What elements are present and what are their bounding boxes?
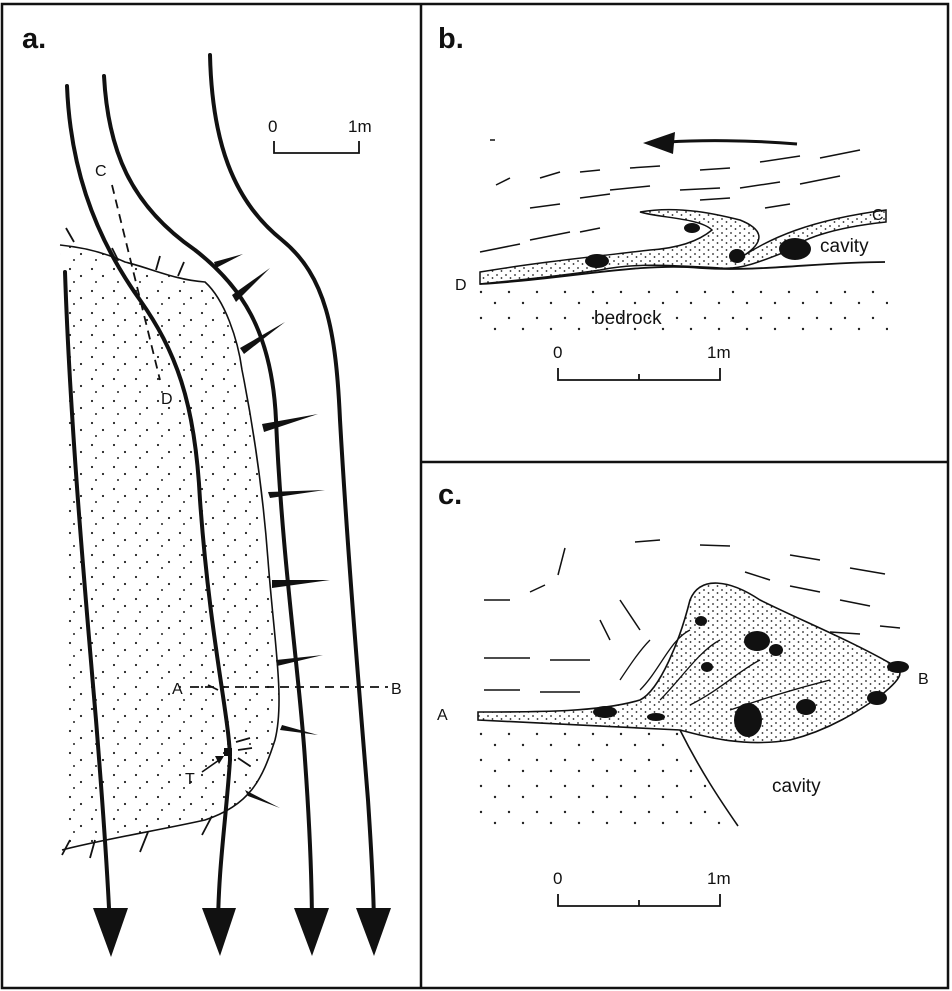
panel-a-scale-bar: 0 1m [268, 117, 372, 153]
panel-b-label: b. [438, 23, 464, 55]
panel-c-label: c. [438, 479, 462, 511]
panel-a-point-d: D [161, 391, 173, 408]
panel-b-point-c: C [872, 207, 884, 224]
panel-c-point-b: B [918, 671, 929, 688]
panel-a-sample-marker [224, 748, 232, 756]
panel-c-scale-bar: 0 1m [553, 869, 731, 906]
arrowhead-1 [93, 908, 128, 957]
panel-b: b. C D cavity bed [438, 23, 888, 380]
panel-a: a. 0 1m [22, 23, 402, 957]
panel-a-scale-start: 0 [268, 117, 277, 136]
arrowhead-4 [356, 908, 391, 956]
panel-b-bedrock-stipple [478, 280, 888, 335]
panel-c-point-a: A [437, 707, 448, 724]
panel-b-scale-end: 1m [707, 343, 731, 362]
panel-a-point-c: C [95, 163, 107, 180]
panel-a-point-a: A [172, 681, 183, 698]
panel-a-point-t: T [185, 771, 195, 788]
arrowhead-3 [294, 908, 329, 956]
panel-a-scale-end: 1m [348, 117, 372, 136]
panel-b-point-d: D [455, 277, 467, 294]
panel-a-label: a. [22, 23, 46, 55]
panel-c-bedrock-stipple [478, 722, 738, 836]
panel-b-bedrock-label: bedrock [594, 308, 662, 329]
panel-b-flow-arrow [643, 132, 797, 154]
arrowhead-2 [202, 908, 236, 956]
panel-c-cavity-label: cavity [772, 776, 821, 797]
panel-a-stippled-region [60, 245, 279, 850]
panel-a-point-b: B [391, 681, 402, 698]
panel-c-scale-end: 1m [707, 869, 731, 888]
panel-c-till-mass [478, 583, 900, 742]
panel-a-arrowheads [93, 908, 391, 957]
panel-c-scale-start: 0 [553, 869, 562, 888]
panel-b-cavity-label: cavity [820, 236, 869, 257]
panel-b-scale-start: 0 [553, 343, 562, 362]
panel-c: c. [437, 479, 929, 906]
panel-b-scale-bar: 0 1m [553, 343, 731, 380]
